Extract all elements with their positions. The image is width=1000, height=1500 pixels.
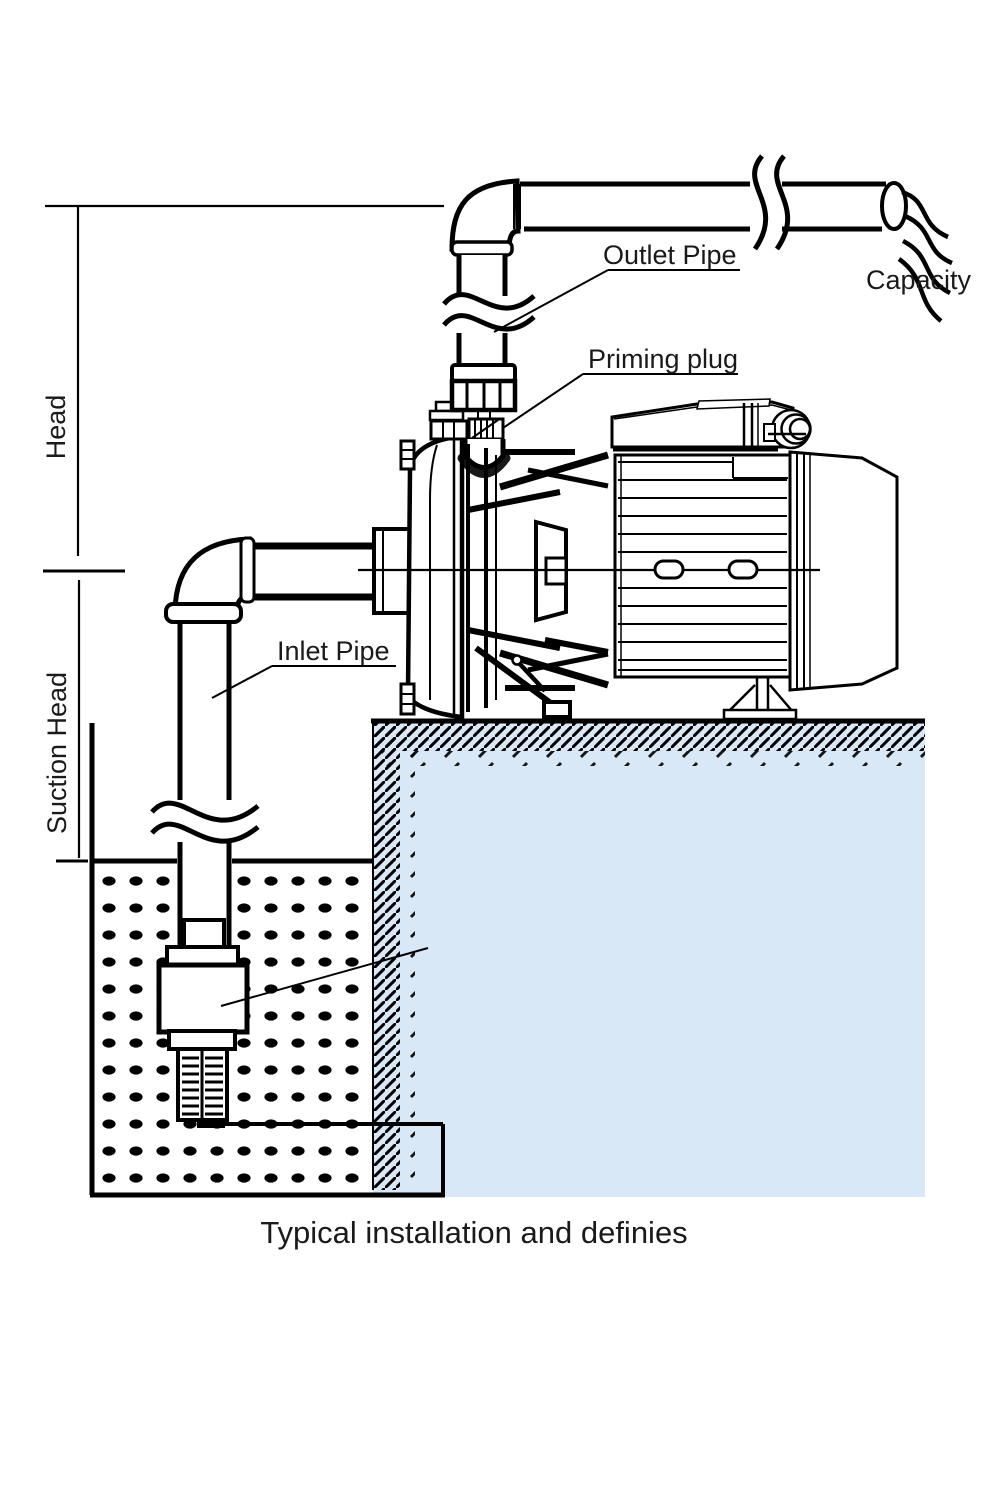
pipe-break-symbol xyxy=(442,292,536,332)
foot-valve-body xyxy=(156,962,250,1035)
outlet-pipe-label: Outlet Pipe xyxy=(603,240,737,270)
foot-valve-drawing xyxy=(156,918,250,1128)
dimension-suction-head xyxy=(56,580,88,863)
priming-plug-label: Priming plug xyxy=(588,344,738,374)
priming-plug-leader xyxy=(502,373,584,429)
foot-valve-leader xyxy=(220,947,429,1007)
vent-plug xyxy=(428,400,469,441)
pump-drawing xyxy=(399,400,612,720)
outlet-elbow-collar xyxy=(450,240,514,257)
foot-valve-union-bottom xyxy=(167,1029,237,1051)
union-collar xyxy=(450,363,517,383)
inlet-elbow-collar xyxy=(164,602,243,624)
inlet-pipe-leader xyxy=(211,665,273,699)
strainer-base xyxy=(197,1118,225,1128)
outlet-pipe-drawing xyxy=(442,154,953,419)
platform xyxy=(371,718,925,1197)
suction-head-label: Suction Head xyxy=(42,672,72,834)
motor-foot xyxy=(722,677,798,721)
motor-body xyxy=(613,453,792,679)
inlet-elbow xyxy=(172,536,252,614)
platform-fill xyxy=(373,723,925,1197)
motor-fins xyxy=(618,461,787,671)
platform-hatch-top-fringe xyxy=(382,751,925,766)
inlet-pipe-label: Inlet Pipe xyxy=(277,636,390,666)
cable-gland xyxy=(763,408,812,450)
priming-plug-part xyxy=(467,417,505,441)
terminal-box xyxy=(610,398,812,452)
motor-drawing xyxy=(610,398,899,721)
pipe-open-end xyxy=(880,181,908,231)
platform-hatch-left-fringe xyxy=(400,752,415,1184)
outlet-pipe-leader xyxy=(493,269,609,333)
shaft-centerline xyxy=(358,559,820,580)
pipe-break-symbol xyxy=(150,800,260,844)
leader-lines xyxy=(211,269,740,1007)
casing-ribs xyxy=(467,449,609,691)
caption: Typical installation and definies xyxy=(260,1215,687,1250)
outlet-elbow xyxy=(449,178,521,252)
pipe-break-symbol xyxy=(752,154,791,251)
flange-bolts xyxy=(399,439,416,716)
inlet-union-ring xyxy=(239,536,256,604)
inlet-pipe-body xyxy=(177,612,232,952)
dimension-head xyxy=(43,204,444,573)
capacity-label: Capacity xyxy=(866,265,972,295)
strainer-slots xyxy=(182,1056,223,1116)
pump-support-leg xyxy=(474,645,572,719)
head-label: Head xyxy=(41,395,71,460)
platform-hatch-top xyxy=(373,723,925,751)
water-flow xyxy=(897,189,953,323)
motor-end-bell xyxy=(788,450,899,692)
